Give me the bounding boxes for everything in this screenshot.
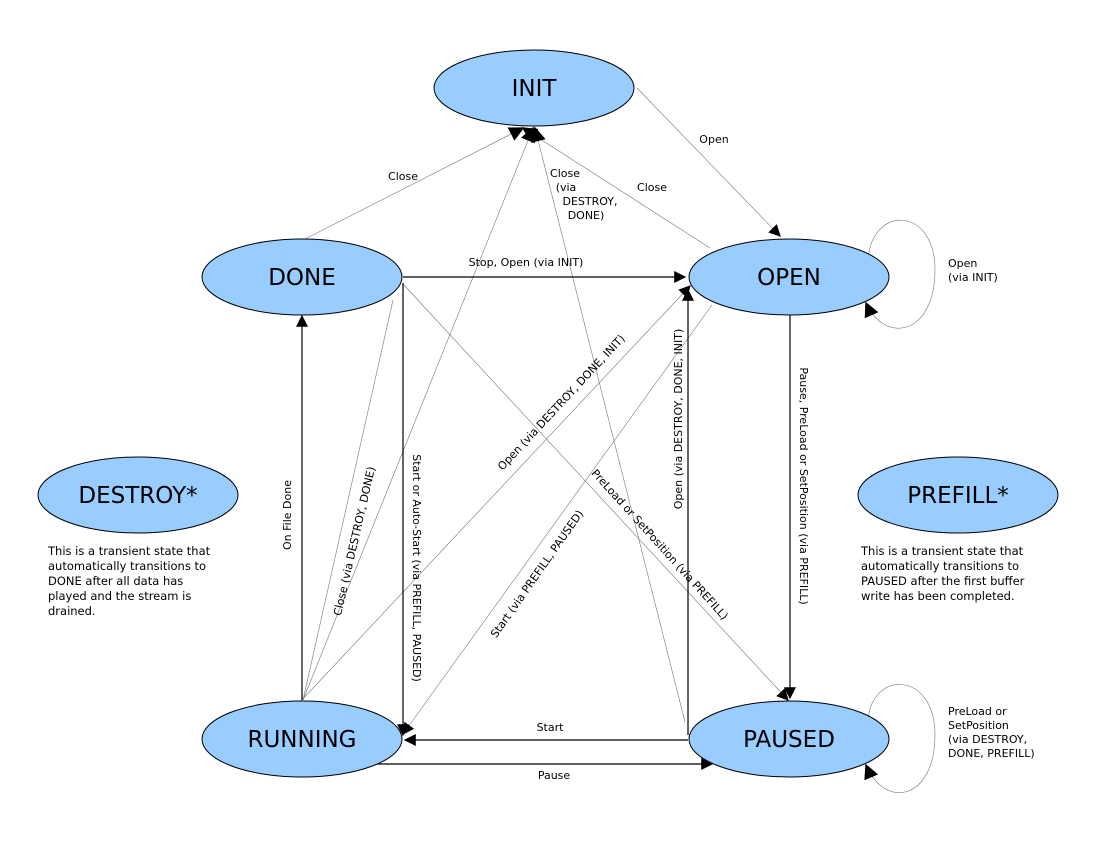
note-prefill-line: automatically transitions to [861,559,1019,573]
state-init: INIT [433,49,635,127]
state-running-label: RUNNING [247,727,356,753]
label-close-via-4: DONE) [568,209,605,222]
edge-init-open [636,87,781,237]
edge-running-init-close [302,126,535,701]
label-done-running-start: Start or Auto-Start (via PREFILL, PAUSED… [410,454,423,682]
note-prefill-line: write has been completed. [861,589,1015,603]
label-open-running-start: Start (via PREFILL, PAUSED) [488,508,586,641]
label-paused-open: Open (via DESTROY, DONE, INIT) [672,329,685,510]
state-open-label: OPEN [757,265,821,291]
note-prefill: This is a transient state that automatic… [860,544,1025,603]
label-open-paused: Pause, PreLoad or SetPosition (via PREFI… [797,367,810,604]
note-prefill-line: PAUSED after the first buffer [861,574,1025,588]
state-paused-label: PAUSED [743,727,835,753]
label-running-done-close: Close (via DESTROY, DONE) [331,465,378,617]
label-running-done: On File Done [281,480,294,550]
edge-done-paused-preload [402,283,789,701]
label-open-self-2: (via INIT) [948,271,998,284]
edge-paused-init [531,126,686,723]
label-running-open: Open (via DESTROY, DONE, INIT) [495,332,628,473]
note-destroy-line: This is a transient state that [47,544,211,558]
state-init-label: INIT [512,76,558,102]
label-done-open: Stop, Open (via INIT) [469,256,584,269]
state-prefill: PREFILL* [857,456,1059,534]
state-open: OPEN [688,238,890,316]
label-done-paused-preload: PreLoad or SetPosition (via PREFILL) [589,467,731,623]
note-destroy-line: automatically transitions to [48,559,206,573]
edge-running-done-close [302,299,394,701]
state-prefill-label: PREFILL* [907,483,1009,509]
label-open-init-close: Close [637,181,667,194]
state-destroy: DESTROY* [37,456,239,534]
note-destroy-line: DONE after all data has [48,574,183,588]
edge-done-init-close [302,127,525,241]
edge-open-self-loop [864,219,936,329]
state-running: RUNNING [201,700,403,778]
label-close-via-1: Close [550,167,580,180]
label-running-paused-pause: Pause [538,769,571,782]
state-done: DONE [201,238,403,316]
label-close-via-3: DESTROY, [562,195,617,208]
label-done-init-close: Close [388,170,418,183]
state-done-label: DONE [268,265,336,291]
edge-open-init-close [521,127,711,249]
label-paused-self-4: DONE, PREFILL) [948,747,1035,760]
state-paused: PAUSED [688,700,890,778]
label-open-self-1: Open [948,257,977,270]
label-close-via-2: (via [556,181,577,194]
label-paused-running-start: Start [537,721,565,734]
note-destroy-line: drained. [48,604,96,618]
state-destroy-label: DESTROY* [78,483,197,509]
label-init-open: Open [699,133,728,146]
edge-open-running-start [402,304,713,735]
label-paused-self-2: SetPosition [948,719,1009,732]
note-destroy-line: played and the stream is [48,589,191,603]
note-destroy: This is a transient state that automatic… [47,544,211,618]
note-prefill-line: This is a transient state that [860,544,1024,558]
edge-running-open [299,285,691,703]
edge-paused-self-loop [864,684,936,793]
label-paused-self-1: PreLoad or [948,705,1007,718]
label-paused-self-3: (via DESTROY, [948,733,1027,746]
